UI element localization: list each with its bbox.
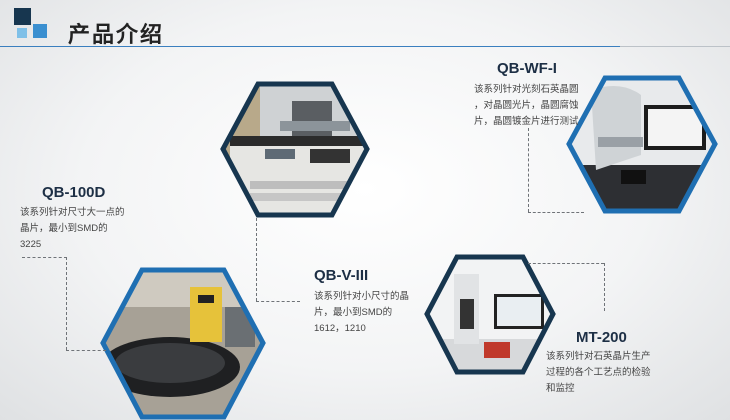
product-image-qb-v-iii [220, 81, 370, 218]
logo-square-light [17, 28, 27, 38]
connector-qb-wf-i-vertical [528, 128, 529, 212]
product-name-qb-wf-i: QB-WF-I [497, 60, 557, 77]
logo-square-dark [14, 8, 31, 25]
product-name-mt-200: MT-200 [576, 329, 627, 346]
product-name-qb-v-iii: QB-V-III [314, 267, 369, 284]
product-name-qb-100d: QB-100D [42, 184, 106, 201]
connector-qb-wf-i-horizontal [528, 212, 584, 213]
product-desc-qb-v-iii: 该系列针对小尺寸的晶 片，最小到SMD的 1612，1210 [314, 291, 410, 334]
product-desc-qb-wf-i: 该系列针对光刻石英晶圆 ，对晶圆光片，晶圆腐蚀 片，晶圆镀金片进行测试 [474, 84, 579, 127]
connector-qb-100d-horizontal [22, 257, 67, 258]
product-image-qb-wf-i [566, 75, 718, 214]
logo-square-blue [33, 24, 47, 38]
title-divider-accent [0, 46, 620, 47]
product-image-mt-200 [424, 254, 556, 375]
connector-qb-100d-to-hex [66, 350, 106, 351]
connector-qb-v-iii-horizontal [256, 301, 300, 302]
product-desc-qb-100d: 该系列针对尺寸大一点的 晶片，最小到SMD的 3225 [20, 207, 125, 250]
connector-qb-100d-vertical [66, 257, 67, 350]
product-desc-mt-200: 该系列针对石英晶片生产 过程的各个工艺点的检验 和监控 [546, 351, 651, 394]
connector-qb-v-iii-vertical [256, 218, 257, 301]
connector-mt-200-vertical [604, 263, 605, 311]
product-image-qb-100d [100, 267, 266, 420]
connector-mt-200-top [528, 263, 604, 264]
page-title: 产品介绍 [68, 22, 165, 47]
